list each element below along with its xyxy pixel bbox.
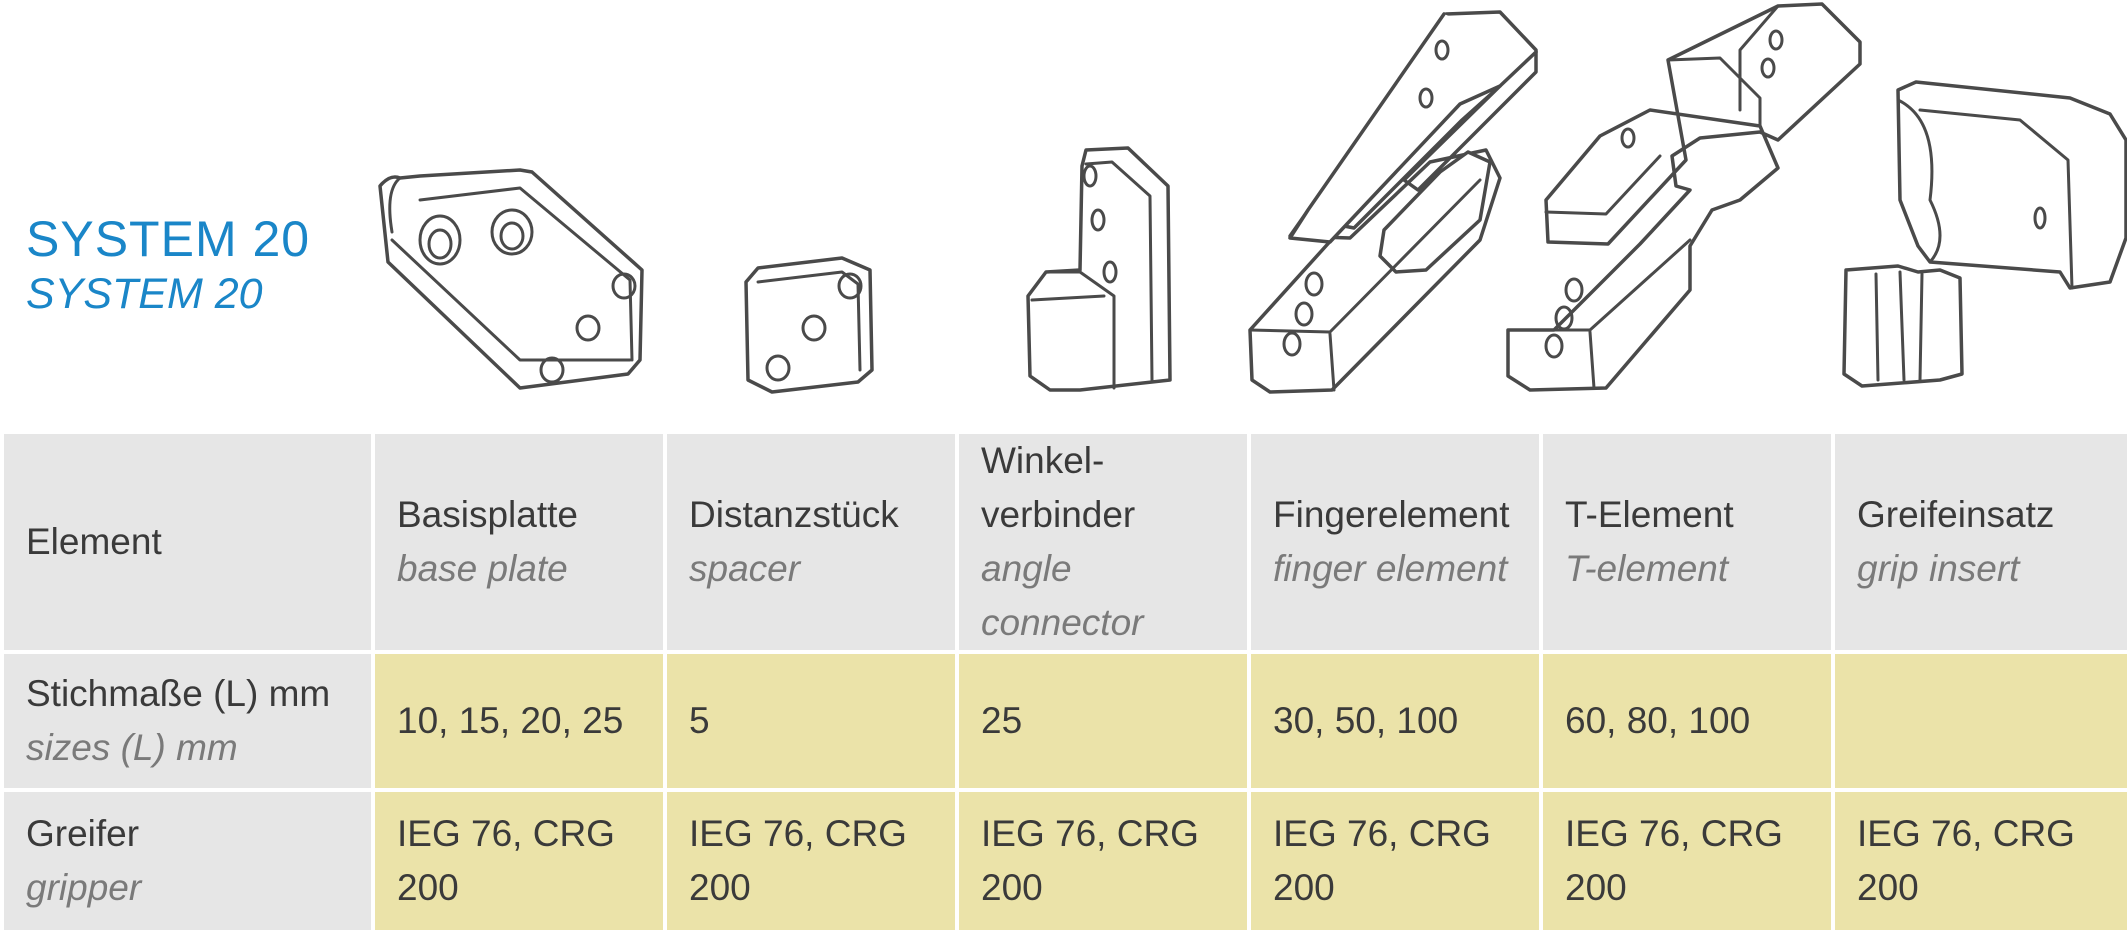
finger-element-illustration [1248, 10, 1538, 394]
page-title: SYSTEM 20 [26, 211, 311, 267]
row-label-sizes: Stichmaße (L) mm sizes (L) mm [0, 650, 375, 792]
size-cell-t-element: 60, 80, 100 [1539, 650, 1835, 792]
column-header-angle-connector: Winkel- verbinder angle connector [955, 430, 1251, 654]
angle-connector-illustration [1026, 146, 1172, 392]
column-header-t-element: T-Element T-element [1539, 430, 1835, 654]
size-cell-spacer: 5 [663, 650, 959, 792]
row-label-gripper: Greifer gripper [0, 788, 375, 934]
size-cell-angle-connector: 25 [955, 650, 1251, 792]
gripper-cell-grip-insert: IEG 76, CRG 200 [1831, 788, 2127, 934]
gripper-cell-spacer: IEG 76, CRG 200 [663, 788, 959, 934]
column-header-base-plate: Basisplatte base plate [371, 430, 667, 654]
grip-insert-illustration [1842, 80, 2127, 388]
row-label-element: Element [0, 430, 375, 654]
base-plate-illustration [378, 168, 644, 390]
element-row: Element Basisplatte base plate Distanzst… [0, 430, 2127, 654]
sizes-row: Stichmaße (L) mm sizes (L) mm 10, 15, 20… [0, 650, 2127, 792]
gripper-cell-base-plate: IEG 76, CRG 200 [371, 788, 667, 934]
gripper-cell-finger-element: IEG 76, CRG 200 [1247, 788, 1543, 934]
title-block: SYSTEM 20 SYSTEM 20 [26, 210, 310, 320]
column-header-finger-element: Fingerelement finger element [1247, 430, 1543, 654]
product-illustrations [0, 0, 2127, 430]
gripper-cell-t-element: IEG 76, CRG 200 [1539, 788, 1835, 934]
size-cell-grip-insert [1831, 650, 2127, 792]
size-cell-base-plate: 10, 15, 20, 25 [371, 650, 667, 792]
gripper-row: Greifer gripper IEG 76, CRG 200 IEG 76, … [0, 788, 2127, 934]
specification-table: Element Basisplatte base plate Distanzst… [0, 430, 2127, 934]
column-header-grip-insert: Greifeinsatz grip insert [1831, 430, 2127, 654]
column-header-spacer: Distanzstück spacer [663, 430, 959, 654]
t-element-illustration [1506, 2, 1862, 392]
gripper-cell-angle-connector: IEG 76, CRG 200 [955, 788, 1251, 934]
spacer-illustration [744, 256, 874, 394]
size-cell-finger-element: 30, 50, 100 [1247, 650, 1543, 792]
page-subtitle: SYSTEM 20 [26, 270, 263, 318]
